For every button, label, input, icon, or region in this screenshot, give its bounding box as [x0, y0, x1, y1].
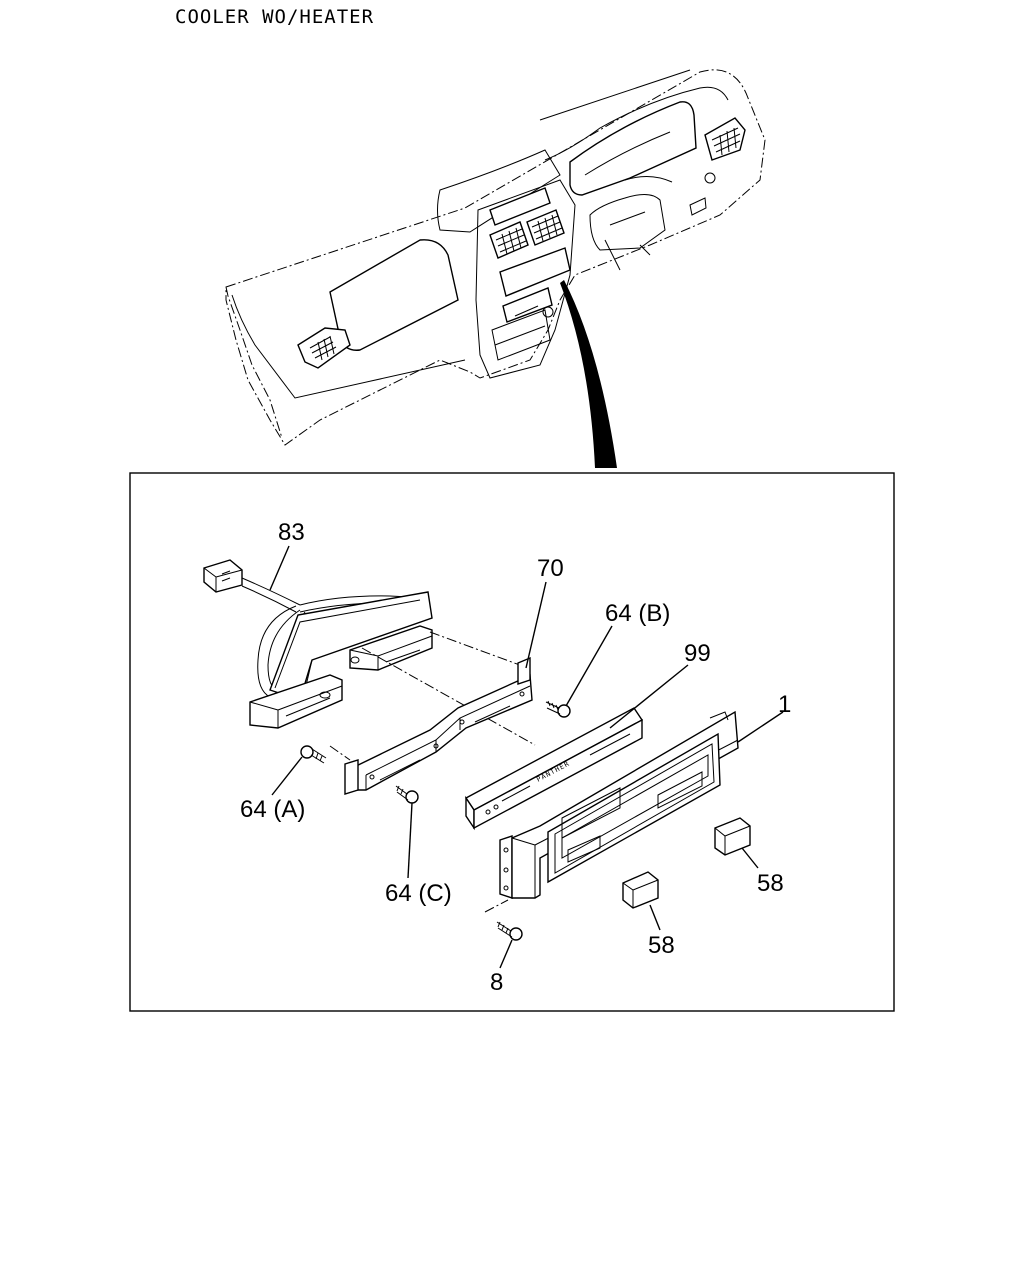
harness-assembly [203, 559, 433, 729]
screw-64c [395, 785, 419, 804]
callout-64a: 64 (A) [240, 796, 305, 823]
screw-8 [496, 921, 523, 941]
diagram-title: COOLER WO/HEATER [175, 6, 375, 28]
callout-labels: 83 70 64 (B) 99 1 64 (A) 64 (C) 58 58 8 [240, 519, 791, 996]
bracket-70 [344, 656, 533, 795]
knob-58-right [714, 817, 751, 856]
detail-frame [129, 472, 895, 1012]
screw-64b [545, 700, 571, 718]
knob-58-left [622, 871, 659, 909]
callout-70: 70 [537, 555, 564, 582]
callout-58-left: 58 [648, 932, 675, 959]
center-vents [489, 209, 565, 259]
left-vent [297, 327, 351, 369]
detail-leader-arrow [560, 280, 617, 468]
right-vent [689, 117, 746, 216]
dashboard-overview [225, 69, 766, 468]
callout-64b: 64 (B) [605, 600, 670, 627]
callout-1: 1 [778, 691, 791, 718]
callout-58-right: 58 [757, 870, 784, 897]
callout-99: 99 [684, 640, 711, 667]
callout-64c: 64 (C) [385, 880, 452, 907]
screw-64a [300, 745, 327, 764]
nameplate-99: PANTHER [464, 707, 644, 831]
callout-8: 8 [490, 969, 503, 996]
leader-lines [269, 545, 784, 969]
face-plate-1 [499, 710, 739, 899]
callout-83: 83 [278, 519, 305, 546]
